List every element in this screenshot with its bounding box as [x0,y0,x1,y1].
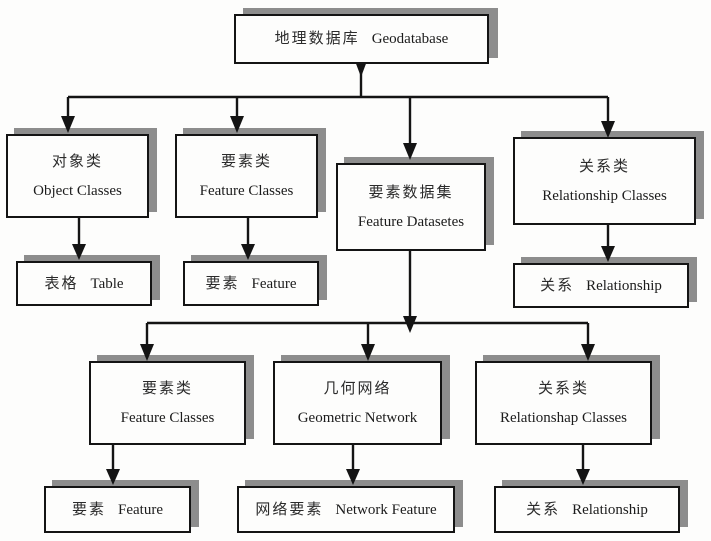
node-relationshap-classes-en: Relationshap Classes [499,409,628,426]
node-relationship-bottom-cn: 关系 [526,501,561,518]
node-network-feature-en: Network Feature [335,501,437,518]
node-relationship-mid-en: Relationship [586,277,662,294]
node-feature-mid[interactable]: 要素 Feature [183,261,319,306]
node-relationshap-classes-cn: 关系类 [537,380,589,397]
node-table[interactable]: 表格 Table [16,261,152,306]
node-geometric-network[interactable]: 几何网络 Geometric Network [273,361,442,445]
node-feature-bottom-cn: 要素 [72,501,107,518]
node-feature-mid-en: Feature [251,275,297,292]
node-geometric-network-cn: 几何网络 [323,380,392,397]
node-geodatabase-en: Geodatabase [371,31,449,47]
node-feature-classes-bottom[interactable]: 要素类 Feature Classes [89,361,246,445]
node-feature-classes-bottom-cn: 要素类 [141,380,193,397]
node-feature-datasets-cn: 要素数据集 [368,184,454,201]
node-feature-mid-cn: 要素 [205,275,240,292]
node-relationshap-classes[interactable]: 关系类 Relationshap Classes [475,361,652,445]
node-geometric-network-en: Geometric Network [297,409,418,426]
node-feature-classes-top-en: Feature Classes [199,182,294,199]
node-object-classes-cn: 对象类 [51,153,103,170]
node-relationship-mid-cn: 关系 [540,277,575,294]
node-feature-classes-top-cn: 要素类 [220,153,272,170]
node-geodatabase[interactable]: 地理数据库 Geodatabase [234,14,489,64]
node-feature-datasets-en: Feature Datasetes [357,213,465,230]
node-relationship-bottom-en: Relationship [572,501,648,518]
node-relationship-bottom[interactable]: 关系 Relationship [494,486,680,533]
node-network-feature[interactable]: 网络要素 Network Feature [237,486,455,533]
node-feature-datasets[interactable]: 要素数据集 Feature Datasetes [336,163,486,251]
node-relationship-classes[interactable]: 关系类 Relationship Classes [513,137,696,225]
node-relationship-mid[interactable]: 关系 Relationship [513,263,689,308]
node-table-en: Table [90,275,124,292]
node-object-classes[interactable]: 对象类 Object Classes [6,134,149,218]
node-relationship-classes-cn: 关系类 [578,158,630,175]
node-feature-classes-bottom-en: Feature Classes [120,409,215,426]
node-object-classes-en: Object Classes [33,182,122,199]
node-feature-bottom-en: Feature [118,501,163,518]
node-table-cn: 表格 [44,275,79,292]
node-feature-bottom[interactable]: 要素 Feature [44,486,191,533]
node-feature-classes-top[interactable]: 要素类 Feature Classes [175,134,318,218]
node-network-feature-cn: 网络要素 [255,501,324,518]
node-geodatabase-cn: 地理数据库 [274,31,360,47]
node-relationship-classes-en: Relationship Classes [542,187,667,204]
